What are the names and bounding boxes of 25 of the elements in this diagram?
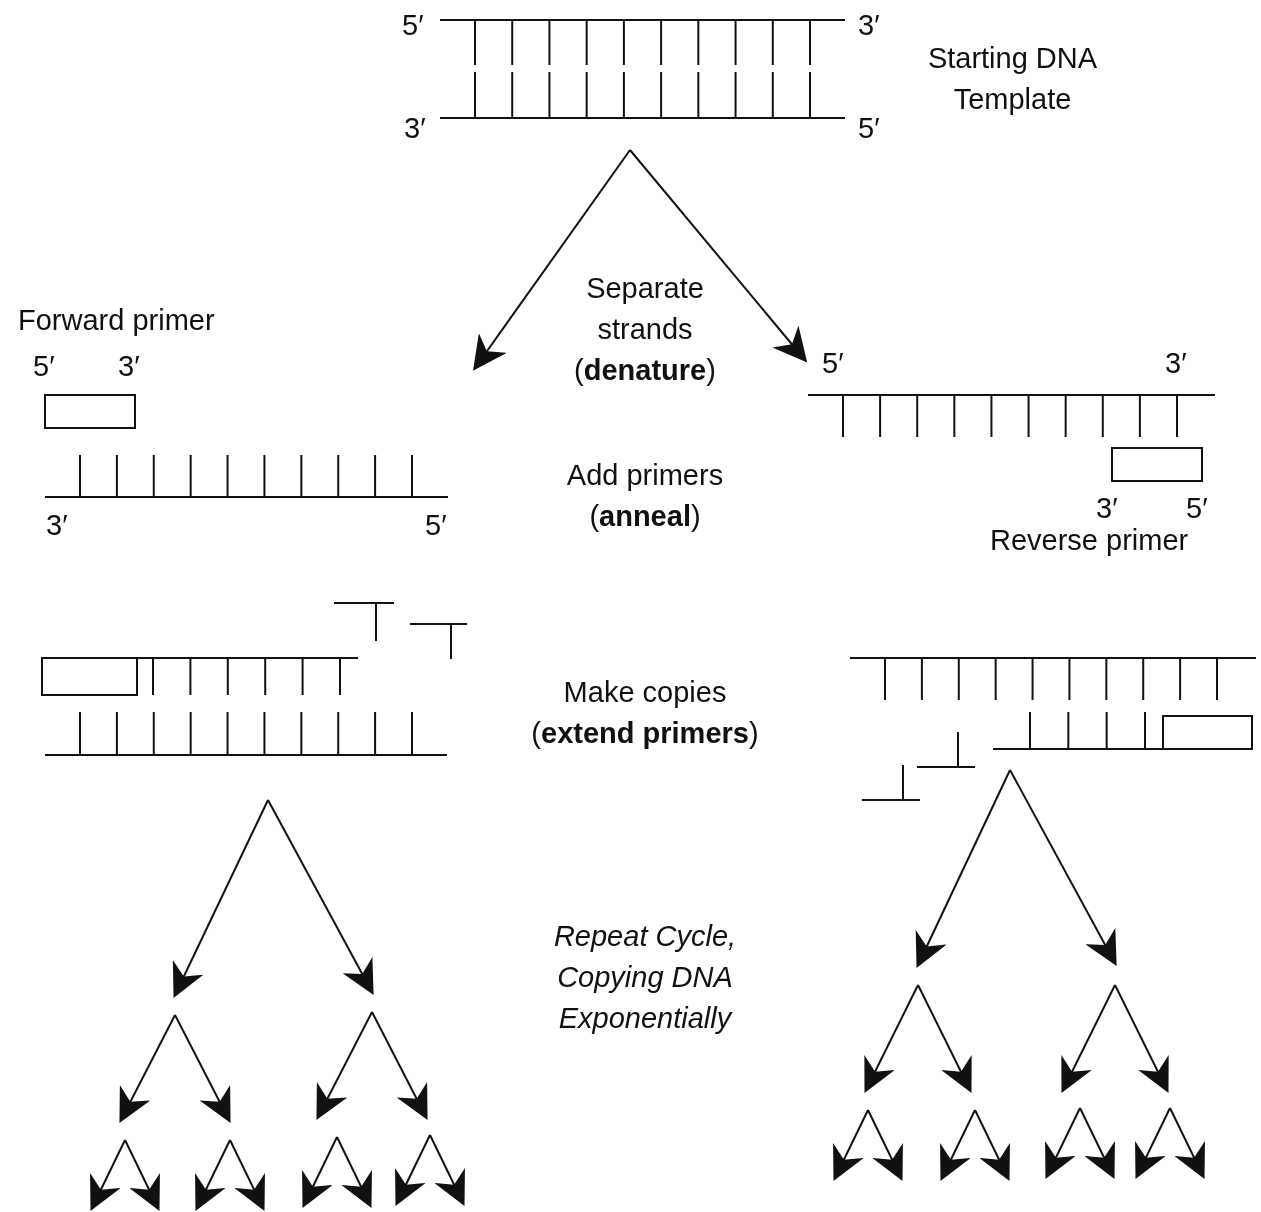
primer-label: Reverse primer	[990, 523, 1189, 558]
arrow	[915, 769, 1011, 969]
end-label: 3′	[1096, 491, 1118, 526]
end-label: 5′	[858, 111, 880, 146]
end-label: 3′	[1165, 346, 1187, 381]
end-label: 3′	[118, 349, 140, 384]
step-label: Repeat Cycle, Copying DNA Exponentially	[552, 919, 738, 1036]
arrow	[1009, 769, 1117, 966]
caption-text: Starting DNA Template	[926, 41, 1099, 117]
arrow	[473, 149, 631, 371]
end-label: 3′	[404, 111, 426, 146]
step-label: Separate strands (denature)	[573, 271, 717, 388]
end-label: 5′	[402, 8, 424, 43]
end-label: 5′	[425, 508, 447, 543]
step-label: Make copies (extend primers)	[530, 675, 760, 751]
step-label: Add primers (anneal)	[565, 458, 725, 534]
end-label: 5′	[1186, 491, 1208, 526]
end-label: 3′	[858, 8, 880, 43]
arrow	[172, 799, 269, 999]
end-label: 3′	[46, 508, 68, 543]
end-label: 5′	[33, 349, 55, 384]
arrow	[629, 149, 808, 363]
arrow	[267, 799, 374, 995]
end-label: 5′	[822, 346, 844, 381]
primer-label: Forward primer	[18, 303, 215, 338]
